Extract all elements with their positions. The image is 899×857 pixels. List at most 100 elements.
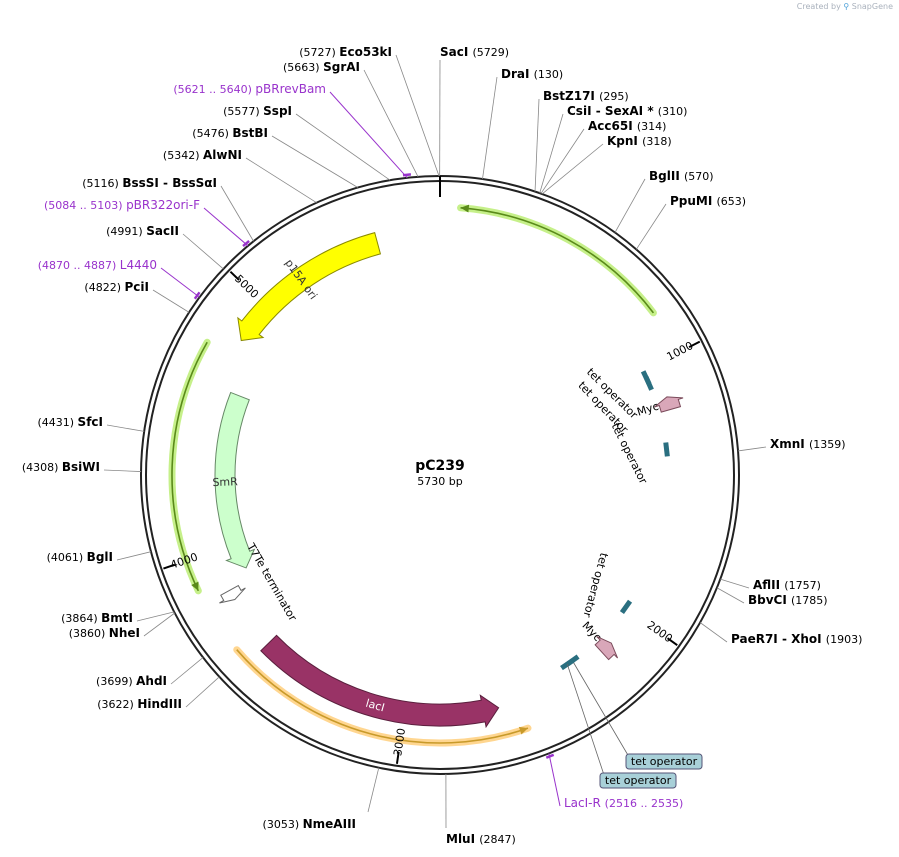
transcript-arrowhead	[191, 581, 199, 591]
site-leader	[106, 424, 145, 432]
site-leader	[295, 113, 391, 181]
site-label: SacI (5729)	[440, 45, 509, 59]
site-position: (3053)	[263, 818, 303, 831]
site-leader	[103, 469, 142, 472]
site-position: (4822)	[84, 281, 124, 294]
feature-label: lacI	[364, 697, 386, 715]
site-leader	[245, 157, 317, 203]
site-position: (4061)	[47, 551, 87, 564]
site-position: (130)	[534, 68, 564, 81]
feature-arrow	[260, 634, 500, 729]
site-leader	[143, 612, 175, 637]
site-name: BmtI	[101, 611, 133, 625]
site-position: (1757)	[784, 579, 821, 592]
site-name: BsiWI	[62, 460, 100, 474]
site-label: (3622) HindIII	[97, 697, 182, 711]
feature-arrow	[594, 636, 619, 661]
operator-leader	[566, 664, 607, 782]
plasmid-length: 5730 bp	[417, 475, 462, 488]
operator-label: tet operator	[580, 551, 610, 619]
site-name: SgrAI	[323, 60, 360, 74]
site-name: PciI	[125, 280, 150, 294]
site-position: (2516 .. 2535)	[605, 797, 684, 810]
site-name: NmeAIII	[303, 817, 356, 831]
site-leader	[220, 185, 254, 242]
credit-prefix: Created by	[796, 2, 841, 11]
site-leader	[614, 178, 646, 233]
site-name: KpnI	[607, 134, 642, 148]
primer-mark	[242, 240, 250, 248]
ruler-tick-label: 3000	[391, 727, 408, 757]
site-name: BstBI	[232, 126, 268, 140]
site-label: (5577) SspI	[223, 104, 292, 118]
site-position: (5342)	[163, 149, 203, 162]
site-position: (295)	[599, 90, 629, 103]
credit-brand: SnapGene	[851, 2, 893, 11]
site-leader	[185, 676, 220, 708]
site-label: PaeR7I - XhoI (1903)	[731, 632, 862, 646]
site-name: BssSI - BssSαI	[122, 176, 217, 190]
site-leader	[170, 657, 204, 685]
site-position: (5084 .. 5103)	[44, 199, 126, 212]
site-position: (5663)	[283, 61, 323, 74]
site-position: (5577)	[223, 105, 263, 118]
site-label: BstZ17I (295)	[543, 89, 629, 103]
ruler-tick	[688, 340, 701, 349]
site-position: (3699)	[96, 675, 136, 688]
site-name: L4440	[120, 258, 157, 272]
site-position: (4308)	[22, 461, 62, 474]
site-position: (1785)	[791, 594, 828, 607]
operator-box	[625, 753, 703, 770]
site-name: PpuMI	[670, 194, 717, 208]
transcript-glow	[457, 204, 657, 317]
site-leader	[737, 446, 767, 452]
site-layer: SacI (5729)(5727) Eco53kI(5663) SgrAI(56…	[22, 45, 863, 846]
site-position: (1903)	[826, 633, 863, 646]
site-name: SacII	[146, 224, 179, 238]
site-label: (5476) BstBI	[192, 126, 268, 140]
site-leader	[720, 578, 750, 589]
site-leader	[539, 113, 564, 194]
site-name: DraI	[501, 67, 534, 81]
site-label: (4061) BglI	[47, 550, 113, 564]
site-name: BglII	[649, 169, 684, 183]
site-position: (4431)	[37, 416, 77, 429]
site-leader	[534, 98, 540, 192]
site-name: MluI	[446, 832, 479, 846]
site-leader	[116, 551, 152, 561]
transcript-arc	[460, 206, 655, 314]
site-label: (3860) NheI	[69, 626, 140, 640]
site-label: (3053) NmeAIII	[263, 817, 356, 831]
site-label: (5342) AlwNI	[163, 148, 242, 162]
site-position: (5727)	[299, 46, 339, 59]
site-position: (1359)	[809, 438, 846, 451]
site-position: (5621 .. 5640)	[173, 83, 255, 96]
ruler-tick	[229, 270, 240, 281]
site-label: (5116) BssSI - BssSαI	[82, 176, 217, 190]
site-leader	[482, 76, 498, 180]
feature-label: Myc	[635, 400, 660, 419]
site-name: AflII	[753, 578, 784, 592]
site-position: (5116)	[82, 177, 122, 190]
site-name: BglI	[87, 550, 113, 564]
site-label: MluI (2847)	[446, 832, 516, 846]
feature-arrow	[237, 232, 382, 342]
site-position: (570)	[684, 170, 714, 183]
site-leader	[367, 767, 380, 813]
site-name: AhdI	[136, 674, 167, 688]
site-label: (5663) SgrAI	[283, 60, 360, 74]
site-label: PpuMI (653)	[670, 194, 746, 208]
site-leader	[203, 207, 249, 247]
site-label: (4431) SfcI	[37, 415, 103, 429]
site-leader	[363, 69, 419, 177]
feature-arrow	[654, 396, 684, 413]
site-label: (4822) PciI	[84, 280, 149, 294]
site-label: CsiI - SexAI * (310)	[567, 104, 687, 118]
plasmid-name: pC239	[415, 458, 465, 474]
site-label: BbvCI (1785)	[748, 593, 828, 607]
site-position: (653)	[717, 195, 747, 208]
transcript-arrowhead	[460, 204, 470, 213]
site-leader	[541, 143, 604, 195]
